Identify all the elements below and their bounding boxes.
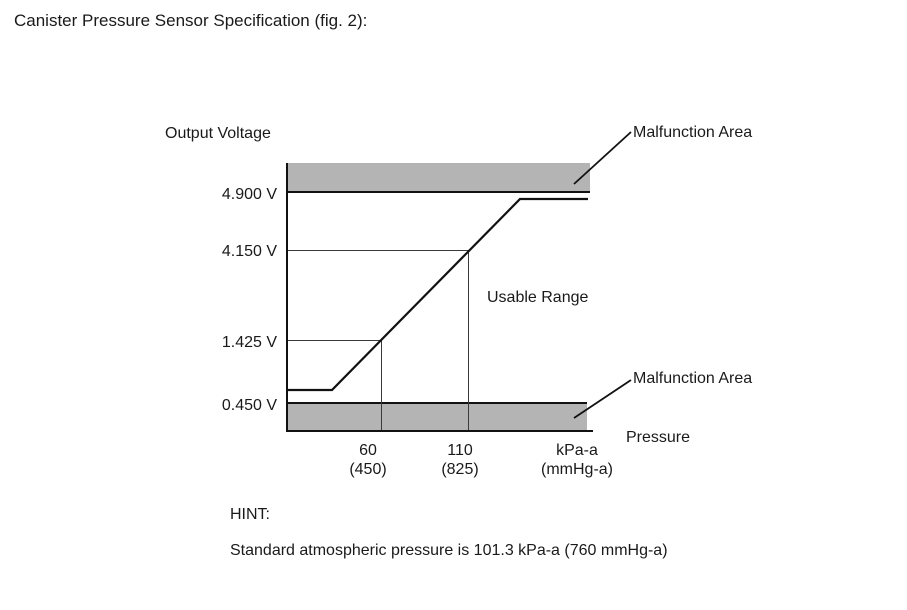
x-tick-110: 110 (825) bbox=[441, 441, 478, 479]
y-tick-4150: 4.150 V bbox=[221, 243, 277, 260]
x-tick-60-mmhg: (450) bbox=[349, 461, 387, 478]
y-tick-4900: 4.900 V bbox=[221, 186, 277, 203]
y-axis-title: Output Voltage bbox=[165, 125, 271, 142]
x-axis-line bbox=[286, 430, 593, 432]
malfunction-area-label-top: Malfunction Area bbox=[633, 124, 753, 141]
malfunction-band-top bbox=[288, 163, 590, 191]
y-tick-0450: 0.450 V bbox=[221, 397, 277, 414]
x-tick-60-kpa: 60 bbox=[359, 442, 377, 459]
x-axis-units-mmhg: (mmHg-a) bbox=[541, 461, 613, 478]
ref-line-60-vertical bbox=[381, 340, 382, 431]
x-axis-units-kpa: kPa-a bbox=[556, 442, 598, 459]
ref-line-110-vertical bbox=[468, 250, 469, 431]
ref-line-1425-horizontal bbox=[288, 340, 382, 341]
x-axis-title: Pressure bbox=[626, 429, 691, 446]
clip-line-4900 bbox=[288, 191, 590, 193]
x-tick-60: 60 (450) bbox=[349, 441, 386, 479]
hint-heading: HINT: bbox=[230, 506, 270, 523]
ref-line-4150-horizontal bbox=[288, 250, 469, 251]
malfunction-area-label-bottom: Malfunction Area bbox=[633, 370, 753, 387]
x-axis-units: kPa-a (mmHg-a) bbox=[541, 441, 613, 479]
clip-line-0450 bbox=[288, 402, 587, 404]
hint-text: Standard atmospheric pressure is 101.3 k… bbox=[230, 542, 668, 559]
usable-range-label: Usable Range bbox=[487, 289, 589, 306]
x-tick-110-mmhg: (825) bbox=[441, 461, 479, 478]
malfunction-band-bottom bbox=[288, 404, 587, 430]
x-tick-110-kpa: 110 bbox=[447, 442, 473, 459]
y-axis-line bbox=[286, 163, 288, 432]
y-tick-1425: 1.425 V bbox=[221, 334, 277, 351]
figure-title: Canister Pressure Sensor Specification (… bbox=[14, 11, 368, 30]
